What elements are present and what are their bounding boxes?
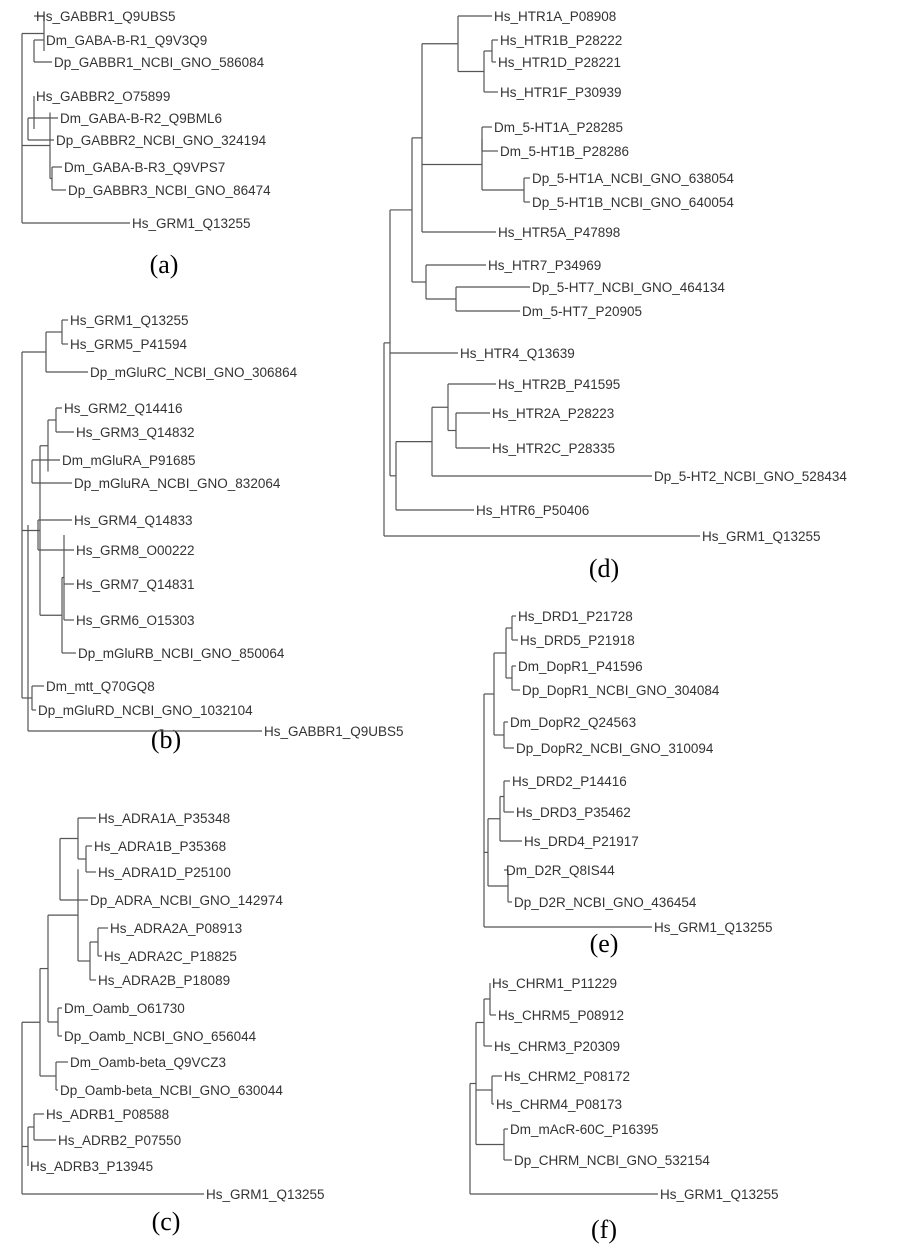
leaf-label: Hs_GABBR2_O75899 [36,89,170,104]
panel-caption-d: (d) [589,554,619,583]
leaf-label: Hs_GRM1_Q13255 [702,529,821,544]
leaf-label: Hs_GRM5_P41594 [70,337,188,352]
leaf-label: Hs_GRM3_Q14832 [76,425,195,440]
panel-b: (b) Hs_GRM1_Q13255Hs_GRM5_P41594Dp_mGluR… [21,313,404,754]
leaf-label: Hs_CHRM2_P08172 [504,1069,630,1084]
leaf-label: Dm_mGluRA_P91685 [62,453,196,468]
panel-a: (a) Hs_GABBR1_Q9UBS5Dm_GABA-B-R1_Q9V3Q9D… [21,9,271,279]
leaf-label: Dm_Oamb_O61730 [64,1001,185,1016]
leaf-label: Hs_ADRA2C_P18825 [104,949,237,964]
leaf-label: Dp_D2R_NCBI_GNO_436454 [514,895,697,910]
leaf-label: Hs_HTR1D_P28221 [498,55,621,70]
leaf-label: Dp_ADRA_NCBI_GNO_142974 [90,893,283,908]
leaf-label: Hs_DRD4_P21917 [524,834,639,849]
leaf-label: Dp_5-HT1B_NCBI_GNO_640054 [532,195,734,210]
leaf-label: Dp_mGluRA_NCBI_GNO_832064 [74,476,281,491]
leaf-label: Hs_HTR2B_P41595 [498,377,620,392]
leaf-label: Dp_5-HT1A_NCBI_GNO_638054 [532,171,734,186]
leaf-label: Hs_HTR4_Q13639 [460,346,575,361]
leaf-label: Hs_ADRA1D_P25100 [98,865,231,880]
leaf-label: Hs_GRM8_O00222 [76,543,195,558]
leaf-label: Hs_DRD1_P21728 [518,609,633,624]
leaf-label: Hs_GRM4_Q14833 [74,513,193,528]
leaf-label: Hs_CHRM4_P08173 [496,1097,622,1112]
leaf-label: Hs_ADRB1_P08588 [46,1107,169,1122]
panel-f: (f) Hs_CHRM1_P11229Hs_CHRM5_P08912Hs_CHR… [469,976,779,1244]
leaf-label: Hs_ADRB3_P13945 [30,1159,153,1174]
leaf-label: Hs_ADRA1B_P35368 [94,839,226,854]
leaf-label: Dp_GABBR3_NCBI_GNO_86474 [68,183,271,198]
leaf-label: Dp_mGluRD_NCBI_GNO_1032104 [38,703,253,718]
leaf-label: Hs_HTR1B_P28222 [500,33,622,48]
leaf-label: Dp_DopR1_NCBI_GNO_304084 [522,683,720,698]
leaf-label: Dm_5-HT7_P20905 [522,304,642,319]
leaf-label: Hs_HTR1A_P08908 [494,9,616,24]
panel-d: (d) Hs_HTR1A_P08908Hs_HTR1B_P28222Hs_HTR… [383,9,847,583]
leaf-label: Dp_Oamb_NCBI_GNO_656044 [64,1029,257,1044]
leaf-label: Hs_HTR2C_P28335 [492,441,615,456]
leaf-label: Dp_Oamb-beta_NCBI_GNO_630044 [60,1083,283,1098]
leaf-label: Dm_D2R_Q8IS44 [506,863,615,878]
leaf-label: Hs_HTR2A_P28223 [492,406,614,421]
leaf-label: Dm_Oamb-beta_Q9VCZ3 [70,1055,226,1070]
leaf-label: Hs_HTR7_P34969 [488,258,601,273]
leaf-label: Dm_5-HT1B_P28286 [500,144,629,159]
leaf-label: Dp_mGluRC_NCBI_GNO_306864 [90,365,298,380]
leaf-label: Dp_5-HT2_NCBI_GNO_528434 [654,469,847,484]
panel-caption-c: (c) [152,1207,181,1236]
leaf-label: Hs_HTR5A_P47898 [498,225,620,240]
leaf-label: Hs_GRM1_Q13255 [132,216,251,231]
leaf-label: Hs_GABBR1_Q9UBS5 [36,9,176,24]
leaf-label: Hs_GRM1_Q13255 [206,1187,325,1202]
leaf-label: Dm_DopR2_Q24563 [510,715,636,730]
leaf-label: Hs_CHRM3_P20309 [494,1039,620,1054]
leaf-label: Dp_GABBR1_NCBI_GNO_586084 [54,55,265,70]
leaf-label: Hs_CHRM5_P08912 [498,1008,624,1023]
leaf-label: Dm_mtt_Q70GQ8 [46,679,155,694]
leaf-label: Hs_ADRA2A_P08913 [110,921,242,936]
panel-caption-e: (e) [590,929,619,958]
leaf-label: Hs_HTR6_P50406 [476,503,589,518]
leaf-label: Dp_DopR2_NCBI_GNO_310094 [516,741,714,756]
panel-e: (e) Hs_DRD1_P21728Hs_DRD5_P21918Dm_DopR1… [483,609,773,958]
leaf-label: Dm_GABA-B-R3_Q9VPS7 [64,160,225,175]
leaf-label: Hs_GRM2_Q14416 [64,401,183,416]
leaf-label: Hs_CHRM1_P11229 [492,976,617,991]
panel-c: (c) Hs_ADRA1A_P35348Hs_ADRA1B_P35368Hs_A… [21,811,325,1236]
panel-caption-b: (b) [151,725,181,754]
leaf-label: Hs_DRD3_P35462 [516,805,631,820]
leaf-label: Hs_HTR1F_P30939 [500,85,622,100]
leaf-label: Dm_GABA-B-R2_Q9BML6 [60,111,222,126]
leaf-label: Hs_GRM1_Q13255 [660,1187,779,1202]
panel-caption-f: (f) [591,1215,617,1244]
leaf-label: Dp_5-HT7_NCBI_GNO_464134 [532,280,725,295]
leaf-label: Dp_mGluRB_NCBI_GNO_850064 [78,646,285,661]
leaf-label: Hs_GRM1_Q13255 [70,313,189,328]
leaf-label: Hs_ADRA1A_P35348 [98,811,230,826]
leaf-label: Hs_GRM1_Q13255 [654,920,773,935]
leaf-label: Hs_GRM7_Q14831 [76,577,195,592]
leaf-label: Hs_GABBR1_Q9UBS5 [264,724,404,739]
leaf-label: Dm_5-HT1A_P28285 [494,120,623,135]
leaf-label: Dm_GABA-B-R1_Q9V3Q9 [46,33,207,48]
leaf-label: Hs_DRD5_P21918 [520,633,635,648]
leaf-label: Hs_ADRA2B_P18089 [98,973,230,988]
leaf-label: Hs_ADRB2_P07550 [58,1133,181,1148]
panel-caption-a: (a) [150,250,179,279]
leaf-label: Hs_DRD2_P14416 [512,774,627,789]
leaf-label: Hs_GRM6_O15303 [76,613,195,628]
leaf-label: Dm_mAcR-60C_P16395 [510,1122,659,1137]
leaf-label: Dm_DopR1_P41596 [518,659,643,674]
leaf-label: Dp_GABBR2_NCBI_GNO_324194 [56,133,267,148]
leaf-label: Dp_CHRM_NCBI_GNO_532154 [514,1153,710,1168]
